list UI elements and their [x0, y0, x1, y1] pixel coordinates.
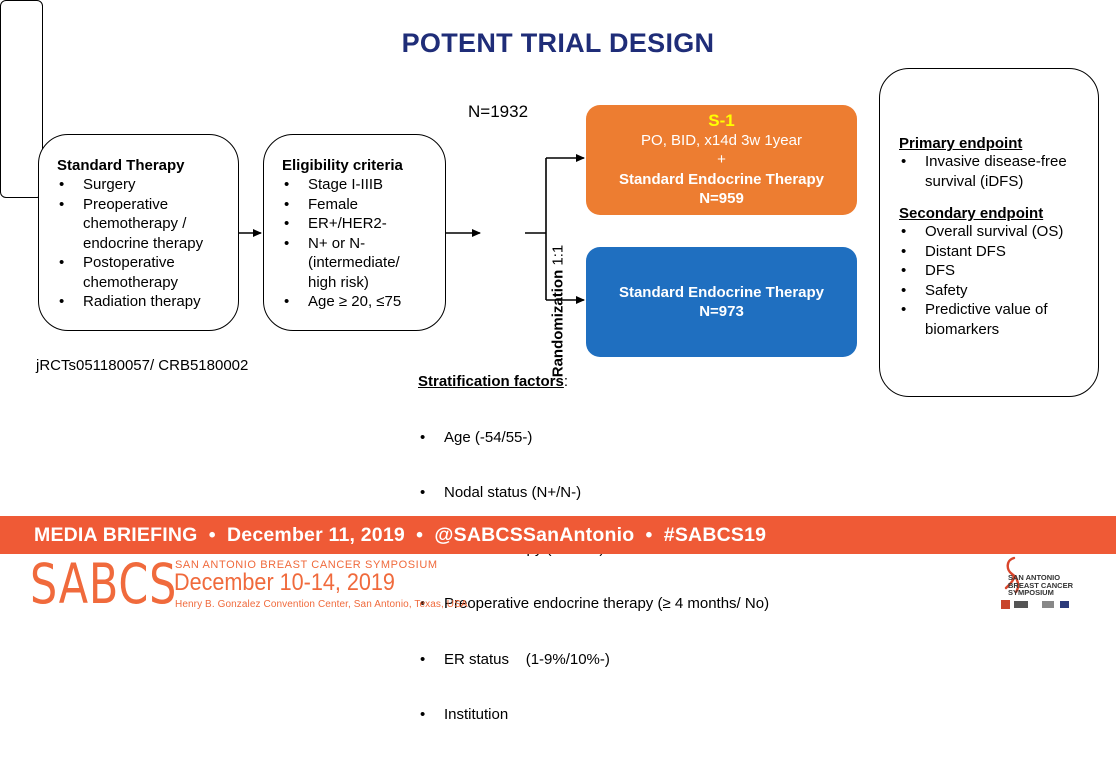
standard-therapy-heading: Standard Therapy — [57, 157, 185, 174]
standard-therapy-box: Standard Therapy Surgery Preoperative ch… — [38, 134, 239, 331]
secondary-endpoint-item: Distant DFS — [899, 242, 1089, 262]
eligibility-item: ER+/HER2- — [282, 214, 432, 234]
secondary-endpoint-item: Predictive value of biomarkers — [899, 300, 1089, 339]
eligibility-item: Age ≥ 20, ≤75 — [282, 292, 432, 312]
stratification-item: Preoperative endocrine therapy (≥ 4 mont… — [418, 594, 769, 614]
secondary-endpoint-item: DFS — [899, 261, 1089, 281]
standard-arm-n: N=973 — [699, 303, 744, 320]
standard-therapy-item: Preoperative chemotherapy / endocrine th… — [57, 195, 225, 254]
secondary-endpoint-heading: Secondary endpoint — [899, 205, 1044, 222]
endpoints-box: Primary endpoint Invasive disease-free s… — [879, 68, 1099, 397]
sabcs-logo: SABCS — [30, 552, 178, 616]
ribbon-icon — [1001, 556, 1069, 609]
eligibility-item: N+ or N- (intermediate/ high risk) — [282, 234, 432, 293]
conference-dates: December 10-14, 2019 — [174, 569, 395, 596]
registry-id: jRCTs051180057/ CRB5180002 — [36, 357, 249, 374]
conference-venue: Henry B. Gonzalez Convention Center, San… — [175, 599, 468, 610]
s1-regimen: PO, BID, x14d 3w 1year — [641, 131, 802, 149]
eligibility-item: Female — [282, 195, 432, 215]
symposium-name: SAN ANTONIO BREAST CANCER SYMPOSIUM — [175, 559, 438, 571]
s1-arm-box: S-1 PO, BID, x14d 3w 1year + Standard En… — [586, 105, 857, 215]
standard-therapy-item: Surgery — [57, 175, 225, 195]
corner-logo-text: SAN ANTONIO BREAST CANCER SYMPOSIUM — [1008, 573, 1074, 597]
s1-arm-therapy: Standard Endocrine Therapy — [618, 170, 825, 188]
total-enrollment: N=1932 — [468, 102, 529, 121]
slide-title: POTENT TRIAL DESIGN — [401, 28, 715, 58]
stratification-heading: Stratification factors: — [418, 373, 569, 390]
symposium-corner-logo: SAN ANTONIO BREAST CANCER SYMPOSIUM — [984, 556, 1084, 614]
randomization-box: Randomization 1:1 — [0, 0, 567, 377]
standard-therapy-item: Radiation therapy — [57, 292, 225, 312]
media-briefing-banner: MEDIA BRIEFING • December 11, 2019 • @SA… — [0, 516, 1116, 554]
s1-plus: + — [717, 151, 726, 169]
secondary-endpoint-item: Safety — [899, 281, 1089, 301]
standard-arm-therapy: Standard Endocrine Therapy — [618, 283, 825, 301]
stratification-item: Age (-54/55-) — [418, 428, 769, 448]
stratification-item: Nodal status (N+/N-) — [418, 483, 769, 503]
standard-arm-box: Standard Endocrine Therapy N=973 — [586, 247, 857, 357]
primary-endpoint-heading: Primary endpoint — [899, 135, 1023, 152]
stratification-item: ER status (1-9%/10%-) — [418, 650, 769, 670]
s1-drug-name: S-1 — [708, 111, 735, 131]
randomization-label: Randomization 1:1 — [549, 244, 567, 377]
s1-arm-n: N=959 — [699, 190, 744, 208]
eligibility-heading: Eligibility criteria — [282, 157, 403, 174]
stratification-factors: Stratification factors: Age (-54/55-) No… — [418, 372, 769, 761]
stratification-item: Institution — [418, 705, 769, 725]
primary-endpoint-item: Invasive disease-free survival (iDFS) — [899, 152, 1089, 191]
eligibility-item: Stage I-IIIB — [282, 175, 432, 195]
eligibility-criteria-box: Eligibility criteria Stage I-IIIB Female… — [263, 134, 446, 331]
flow-connectors — [239, 154, 585, 304]
banner-text: MEDIA BRIEFING • December 11, 2019 • @SA… — [34, 524, 767, 546]
standard-therapy-item: Postoperative chemotherapy — [57, 253, 225, 292]
secondary-endpoint-item: Overall survival (OS) — [899, 222, 1089, 242]
